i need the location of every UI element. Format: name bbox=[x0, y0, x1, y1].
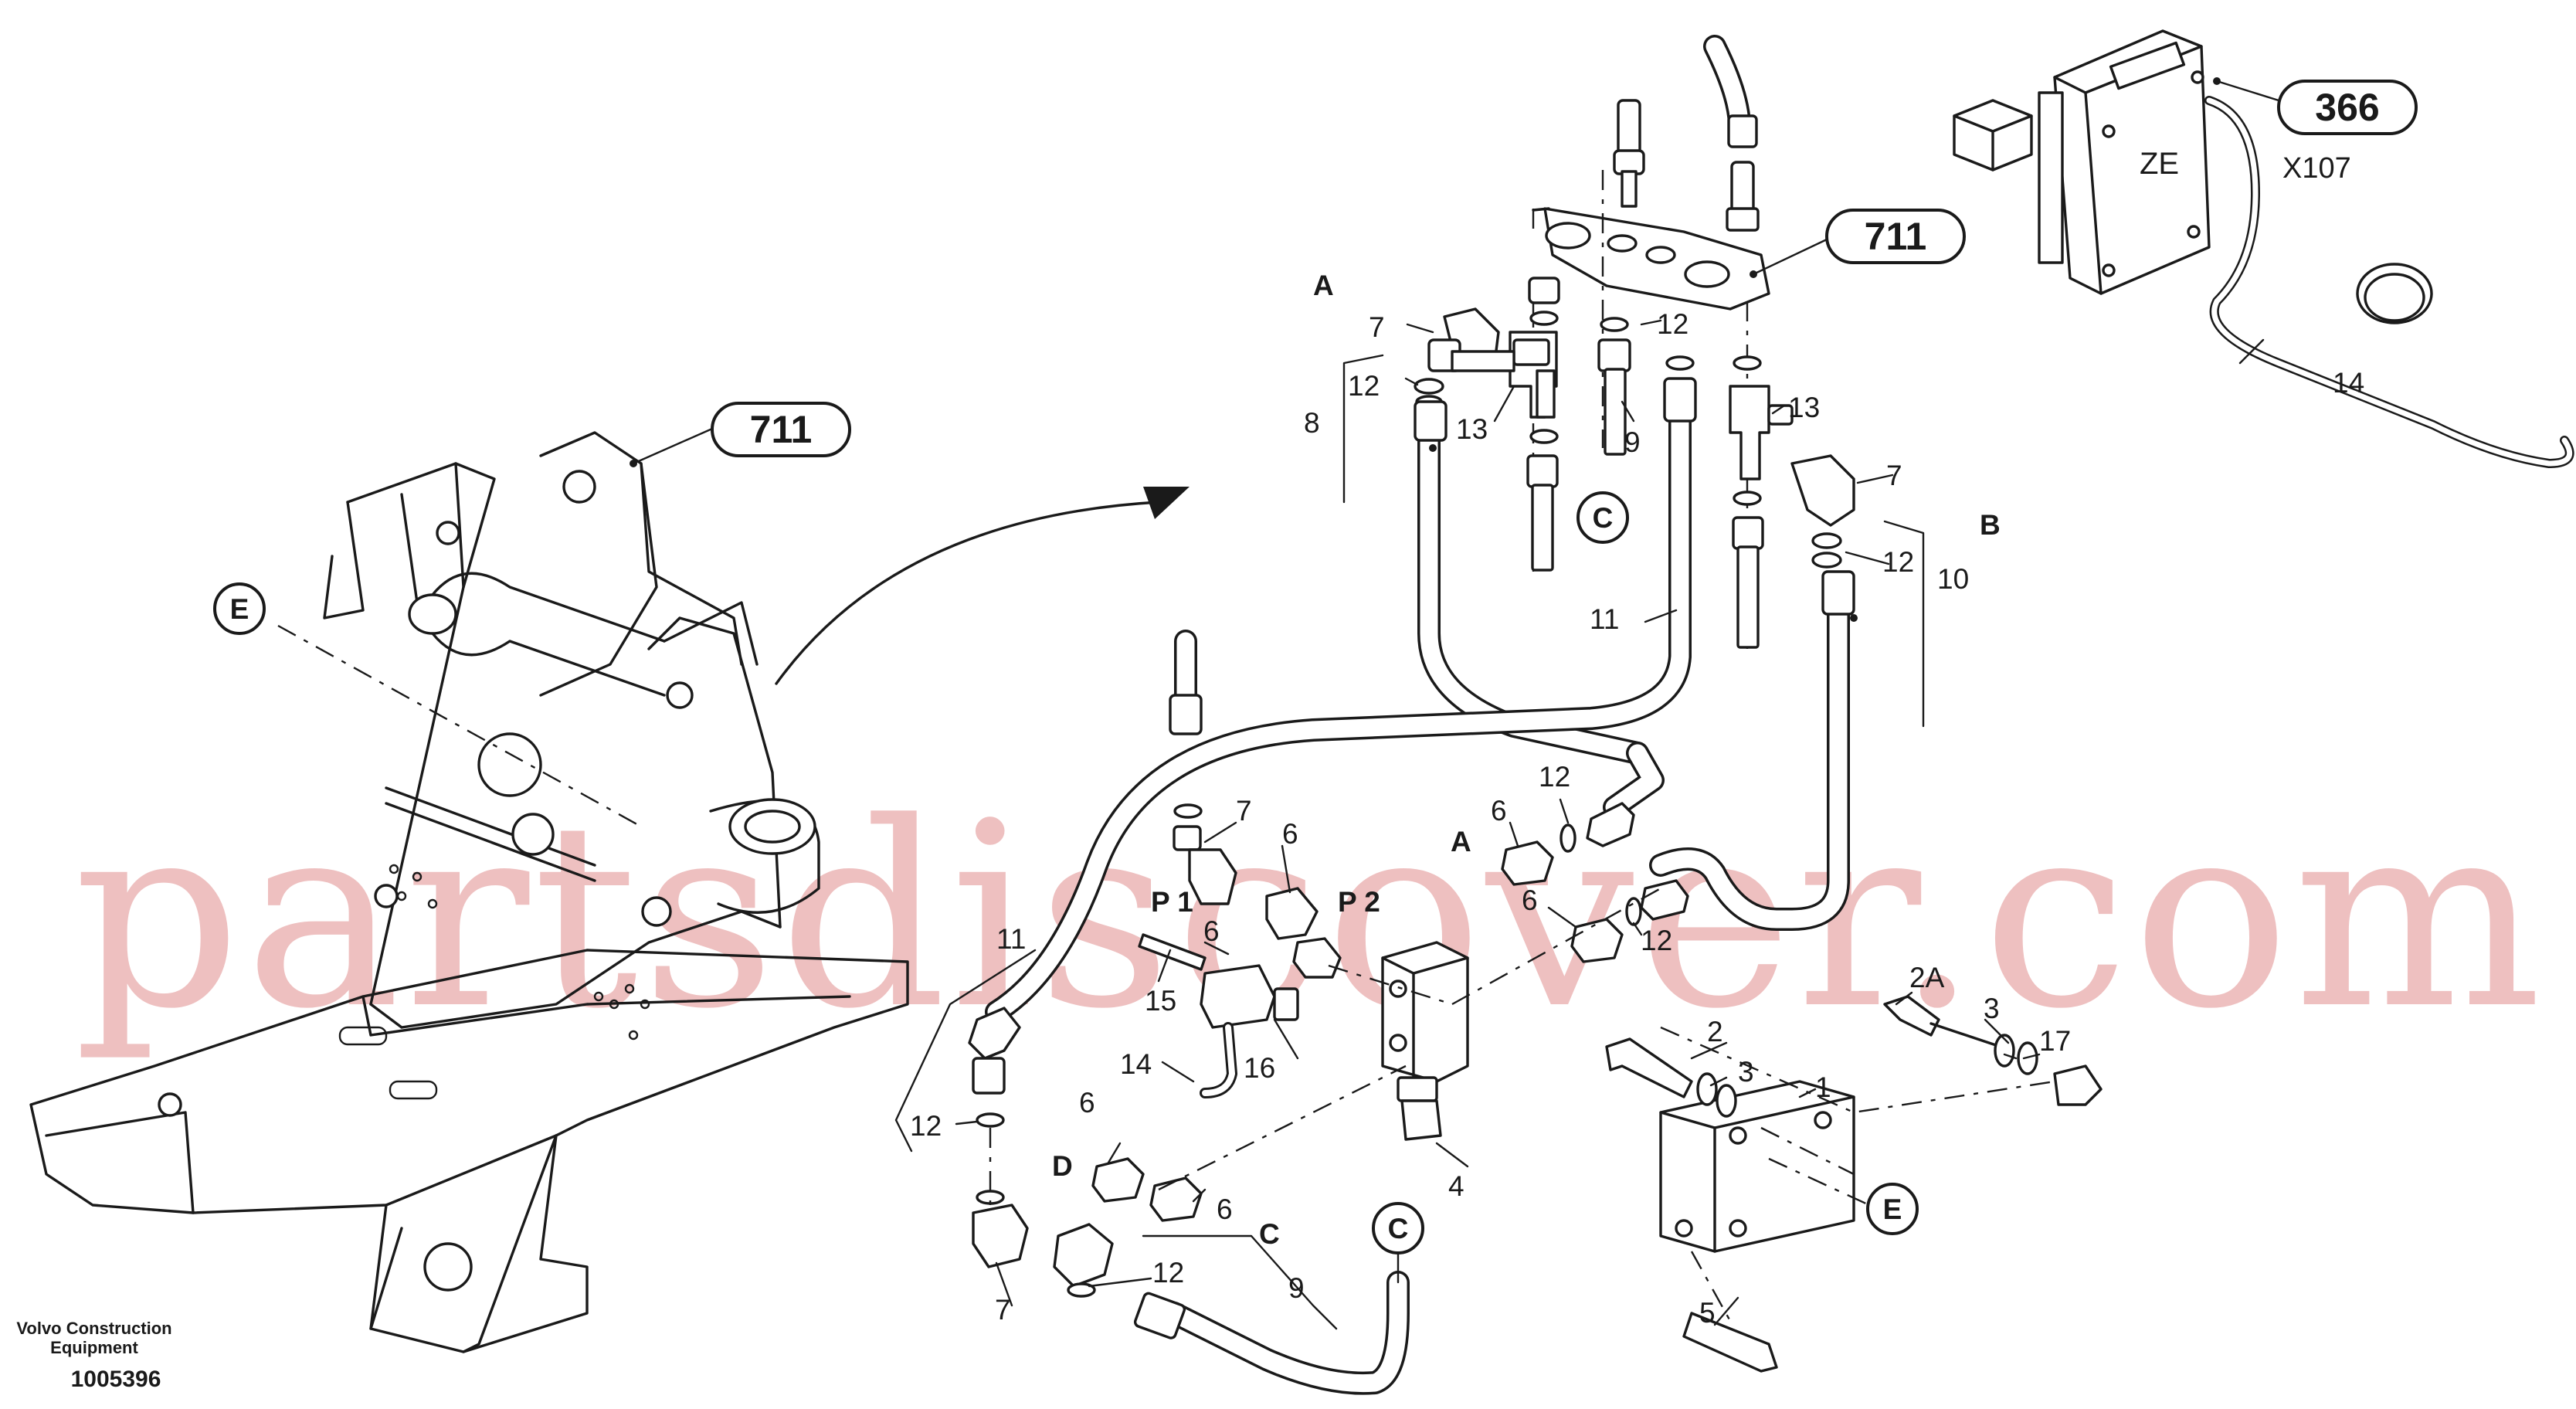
callout-14-top: 14 bbox=[2333, 367, 2364, 399]
svg-text:C: C bbox=[1388, 1213, 1409, 1244]
bracket-10 bbox=[1883, 520, 1925, 728]
section-letter-d: D bbox=[1052, 1150, 1073, 1182]
callout-15: 15 bbox=[1145, 985, 1176, 1017]
bracket-8 bbox=[1342, 354, 1384, 504]
svg-text:711: 711 bbox=[750, 408, 813, 451]
callout-6-b: 6 bbox=[1522, 884, 1538, 916]
svg-text:E: E bbox=[230, 593, 249, 625]
callout-9-top: 9 bbox=[1624, 426, 1641, 458]
fittings-stack-middle bbox=[1597, 317, 1695, 456]
section-letter-b: B bbox=[1980, 509, 2001, 541]
ref-366-ecu: 366 bbox=[2277, 80, 2418, 135]
ecu-connector: X107 bbox=[2282, 152, 2351, 185]
ref-711-bracket: 711 bbox=[1825, 209, 1966, 264]
valve-assembly bbox=[968, 802, 1689, 1298]
section-letter-p2: P 2 bbox=[1338, 886, 1380, 918]
company-name-line2: Equipment bbox=[50, 1338, 138, 1357]
callout-12-left: 12 bbox=[910, 1110, 942, 1142]
callout-3-b: 3 bbox=[1984, 993, 2000, 1024]
top-fittings bbox=[1613, 35, 1760, 232]
callout-4: 4 bbox=[1448, 1170, 1464, 1202]
callout-numbers: 7 12 8 13 12 9 13 7 12 10 11 14 7 6 6 15… bbox=[910, 308, 2364, 1329]
callout-7-bottom: 7 bbox=[995, 1294, 1011, 1326]
ecu-unit bbox=[1953, 29, 2433, 324]
view-circle-e-right: E bbox=[1866, 1183, 1919, 1235]
svg-text:E: E bbox=[1883, 1193, 1902, 1225]
callout-6-c: 6 bbox=[1217, 1193, 1233, 1225]
section-letter-a-mid: A bbox=[1451, 826, 1471, 857]
callout-10: 10 bbox=[1937, 563, 1969, 595]
callout-6-p1: 6 bbox=[1203, 915, 1220, 947]
callout-16: 16 bbox=[1244, 1052, 1275, 1084]
mounting-plate bbox=[1605, 995, 2103, 1373]
callout-12-bottom: 12 bbox=[1152, 1257, 1184, 1288]
section-letter-c-mid: C bbox=[1259, 1218, 1280, 1250]
drawing-number: 1005396 bbox=[71, 1367, 161, 1392]
callout-12-b: 12 bbox=[1641, 925, 1672, 956]
callout-2: 2 bbox=[1707, 1016, 1723, 1047]
callout-14-mid: 14 bbox=[1120, 1048, 1152, 1080]
callout-12-right: 12 bbox=[1882, 546, 1914, 578]
callout-3-a: 3 bbox=[1738, 1056, 1754, 1088]
callout-7-top: 7 bbox=[1369, 311, 1385, 343]
callout-12-mid: 12 bbox=[1657, 308, 1688, 340]
callout-17: 17 bbox=[2039, 1025, 2071, 1057]
ecu-name: ZE bbox=[2140, 147, 2179, 181]
company-name-line1: Volvo Construction bbox=[16, 1319, 171, 1338]
callout-leaders bbox=[955, 319, 2265, 1326]
arrow bbox=[775, 487, 1190, 685]
svg-text:C: C bbox=[1593, 502, 1614, 534]
callout-9-bottom: 9 bbox=[1288, 1272, 1305, 1304]
callout-13-right: 13 bbox=[1788, 392, 1820, 423]
view-circle-e-left: E bbox=[213, 582, 266, 635]
view-circle-c-bottom: C bbox=[1372, 1202, 1424, 1284]
callout-6-mid: 6 bbox=[1282, 818, 1298, 850]
callout-11-left: 11 bbox=[996, 923, 1026, 955]
bracket-11 bbox=[894, 949, 1037, 1153]
ref-711-frame: 711 bbox=[711, 402, 851, 457]
view-circle-c-top: C bbox=[1576, 491, 1629, 544]
callout-7-mid: 7 bbox=[1236, 795, 1252, 827]
section-letter-p1: P 1 bbox=[1151, 886, 1193, 918]
fittings-stack-right bbox=[1729, 355, 1855, 649]
callout-13-left: 13 bbox=[1456, 413, 1488, 445]
callout-12-a: 12 bbox=[1539, 761, 1570, 793]
callout-11-top: 11 bbox=[1590, 603, 1619, 635]
callout-2a: 2A bbox=[1909, 962, 1945, 993]
callout-8: 8 bbox=[1304, 407, 1320, 439]
svg-text:711: 711 bbox=[1865, 215, 1927, 258]
loader-frame-drawing bbox=[29, 427, 909, 1353]
callout-12-top: 12 bbox=[1348, 370, 1380, 402]
callout-6-d: 6 bbox=[1079, 1087, 1095, 1119]
axis-line-e-right bbox=[1760, 1126, 1855, 1176]
section-letter-a-top: A bbox=[1313, 270, 1334, 301]
bracket-9 bbox=[1142, 1234, 1338, 1330]
callout-5: 5 bbox=[1699, 1297, 1716, 1329]
callout-1: 1 bbox=[1815, 1071, 1831, 1103]
hoses bbox=[985, 377, 1855, 1395]
callout-6-a: 6 bbox=[1491, 795, 1507, 827]
callout-7-right: 7 bbox=[1886, 460, 1902, 491]
svg-text:366: 366 bbox=[2315, 86, 2379, 129]
